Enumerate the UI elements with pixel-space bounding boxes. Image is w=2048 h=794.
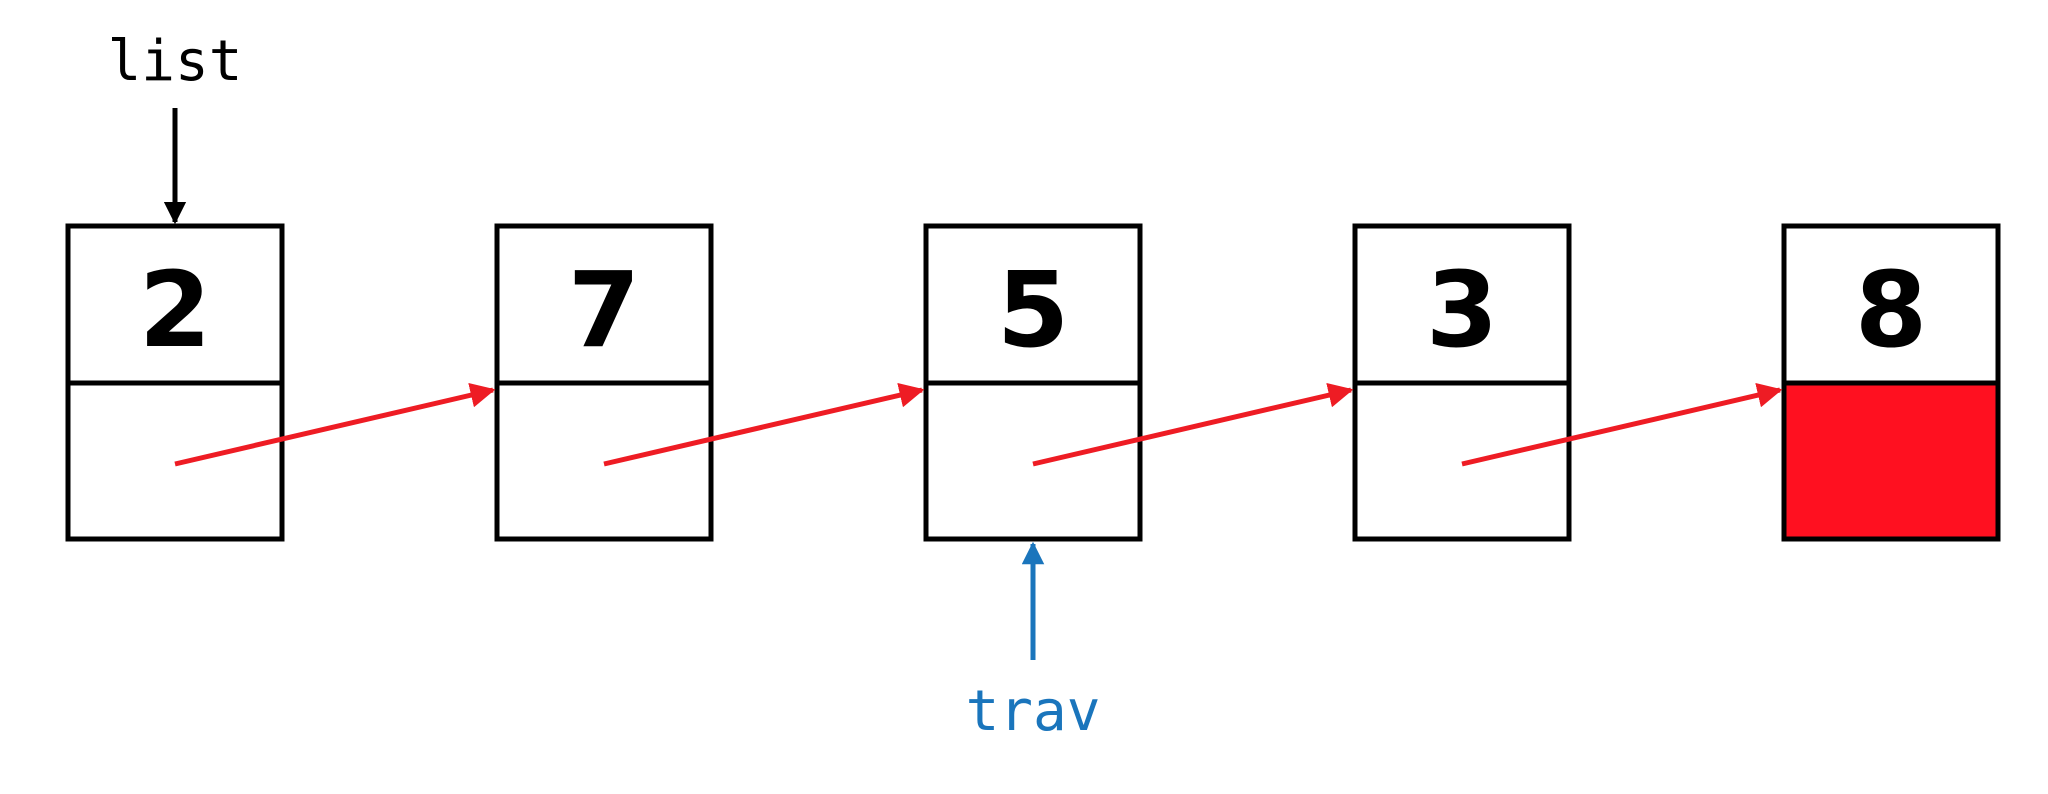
links-layer [174,382,1783,467]
nodes-layer: 2 7 5 3 8 [65,223,2001,542]
trav-pointer-label: trav [966,679,1101,744]
next-pointer-cell [68,383,282,539]
next-pointer-cell [926,383,1140,539]
null-next-cell [1784,383,1998,539]
node-value: 8 [1855,249,1927,371]
node-value: 7 [568,249,640,371]
list-node: 7 [494,223,714,542]
next-link-arrow [603,382,925,467]
node-value: 5 [997,249,1069,371]
pointers-layer: list trav [108,29,1101,744]
node-value: 3 [1426,249,1498,371]
list-node: 2 [65,223,285,542]
list-node: 3 [1352,223,1572,542]
next-link-arrow [1461,382,1783,467]
next-pointer-cell [1355,383,1569,539]
list-node: 5 [923,223,1143,542]
next-link-arrow [174,382,496,467]
next-pointer-cell [497,383,711,539]
next-link-arrow [1032,382,1354,467]
list-node: 8 [1781,223,2001,542]
node-value: 2 [139,249,211,371]
list-pointer-label: list [108,29,243,94]
